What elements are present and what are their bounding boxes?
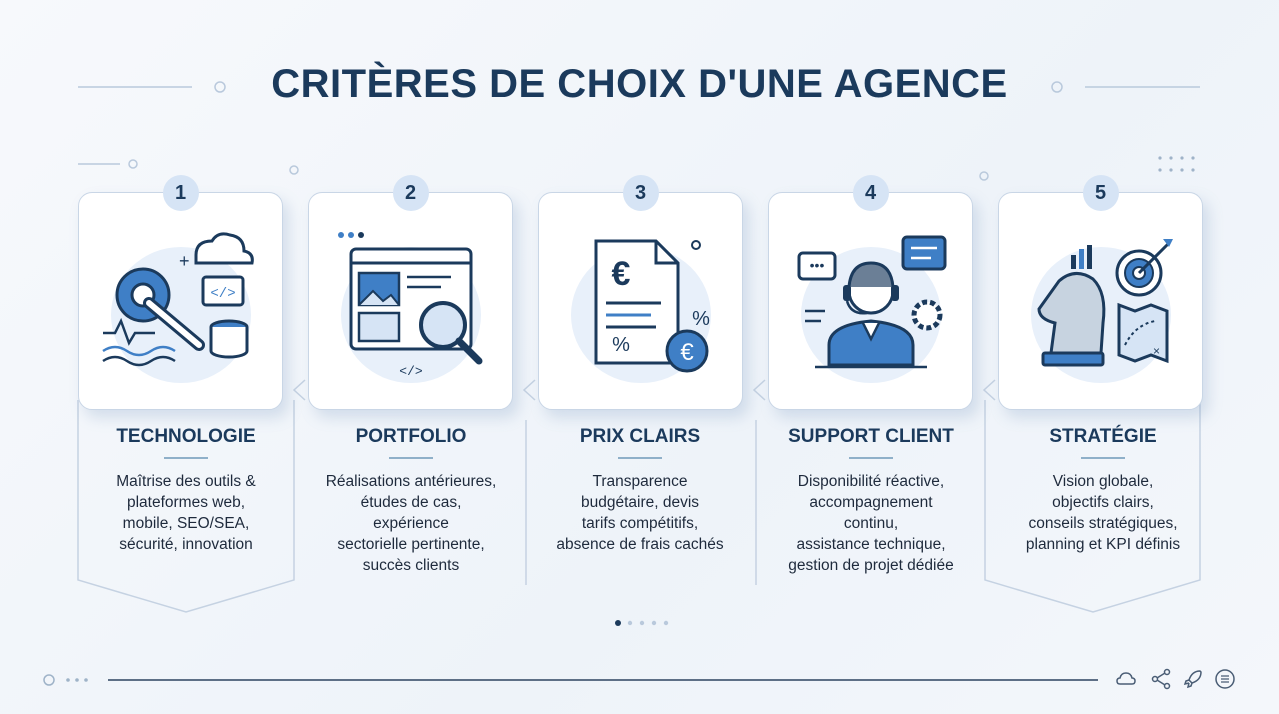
criterion-text-portfolio: PORTFOLIO Réalisations antérieures,étude… — [296, 426, 526, 576]
svg-text:•••: ••• — [810, 257, 825, 273]
divider — [849, 457, 893, 459]
pagination-dots[interactable] — [610, 616, 674, 630]
browser-magnifier-icon: </> — [338, 232, 483, 383]
criterion-title: STRATÉGIE — [1049, 426, 1157, 447]
cloud-icon — [1116, 672, 1136, 685]
criterion-title: PORTFOLIO — [355, 426, 467, 447]
criterion-description: Maîtrise des outils &plateformes web,mob… — [116, 473, 256, 553]
divider — [389, 457, 433, 459]
pagination-dot[interactable] — [615, 620, 621, 626]
step-number-badge: 5 — [1082, 175, 1119, 211]
pagination-dot[interactable] — [651, 620, 657, 626]
criterion-card-strategie: 5 × — [998, 175, 1203, 410]
criterion-title: TECHNOLOGIE — [116, 426, 256, 447]
column-outlines — [77, 379, 1201, 613]
support-agent-headset-icon: ••• — [797, 235, 947, 383]
svg-text:%: % — [612, 334, 630, 356]
svg-text:€: € — [612, 255, 631, 293]
invoice-euro-icon: € % % € — [571, 239, 711, 383]
svg-text:</>: </> — [399, 364, 423, 379]
criterion-card-support-client: 4 ••• — [768, 175, 973, 410]
criterion-title: SUPPORT CLIENT — [788, 426, 954, 447]
svg-text:</>: </> — [210, 286, 235, 302]
svg-text:+: + — [179, 251, 190, 271]
rocket-icon — [1183, 670, 1202, 689]
step-number-badge: 4 — [852, 175, 889, 211]
svg-text:%: % — [692, 308, 710, 330]
share-icon — [1151, 668, 1171, 690]
chess-knight-target-icon: × — [1031, 239, 1173, 383]
svg-text:€: € — [680, 339, 694, 366]
pagination-dot[interactable] — [627, 620, 633, 626]
step-number-badge: 3 — [622, 175, 659, 211]
criterion-text-technologie: TECHNOLOGIE Maîtrise des outils &platefo… — [71, 426, 301, 555]
svg-text:×: × — [1153, 344, 1160, 358]
criterion-card-technologie: 1 </> + — [78, 175, 283, 410]
divider — [1081, 457, 1125, 459]
criterion-description: Vision globale,objectifs clairs,conseils… — [1025, 473, 1181, 553]
footer-line — [43, 674, 1098, 686]
gear-wrench-code-database-icon: </> + — [102, 232, 254, 383]
criterion-card-prix-clairs: 3 € % % € — [538, 175, 743, 410]
pagination-dot[interactable] — [639, 620, 645, 626]
menu-circle-icon — [1215, 669, 1235, 689]
criterion-description: Réalisations antérieures,études de cas,e… — [325, 473, 497, 574]
criterion-text-support-client: SUPPORT CLIENT Disponibilité réactive,ac… — [756, 426, 986, 576]
divider — [618, 457, 662, 459]
pagination-dot[interactable] — [663, 620, 669, 626]
divider — [164, 457, 208, 459]
step-number-badge: 1 — [162, 175, 199, 211]
criterion-text-strategie: STRATÉGIE Vision globale,objectifs clair… — [988, 426, 1218, 555]
header-decoration — [78, 81, 1200, 181]
page-title: CRITÈRES DE CHOIX D'UNE AGENCE — [271, 62, 1008, 106]
criterion-card-portfolio: 2 </> — [308, 175, 513, 410]
step-number-badge: 2 — [392, 175, 429, 211]
criterion-title: PRIX CLAIRS — [579, 426, 701, 447]
